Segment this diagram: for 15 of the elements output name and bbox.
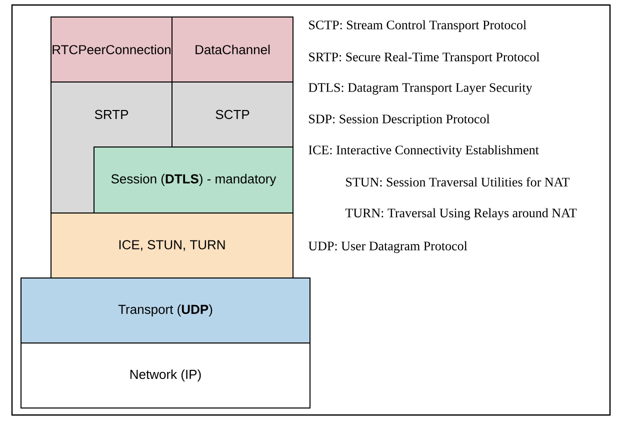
protocol-layer: Network (IP) [20,342,310,408]
definition-text: STUN: Session Traversal Utilities for NAT [346,177,570,187]
protocol-layer: DataChannel [172,16,294,82]
protocol-layer: ICE, STUN, TURN [50,212,294,278]
definition-text: UDP: User Datagram Protocol [308,241,468,254]
protocol-layer: RTCPeerConnection [50,16,172,82]
definition-text: TURN: Traversal Using Relays around NAT [345,208,577,220]
protocol-layer: Transport (UDP) [20,278,310,344]
protocol-layer: SCTP [172,82,294,148]
definition-text: SDP: Session Description Protocol [309,114,490,126]
definition-text: ICE: Interactive Connectivity Establishment [308,145,539,158]
definition-text: SRTP: Secure Real-Time Transport Protocol [309,52,540,64]
protocol-layer: Session (DTLS) - mandatory [94,146,294,214]
definition-text: DTLS: Datagram Transport Layer Security [308,83,532,95]
definition-text: SCTP: Stream Control Transport Protocol [309,20,526,32]
